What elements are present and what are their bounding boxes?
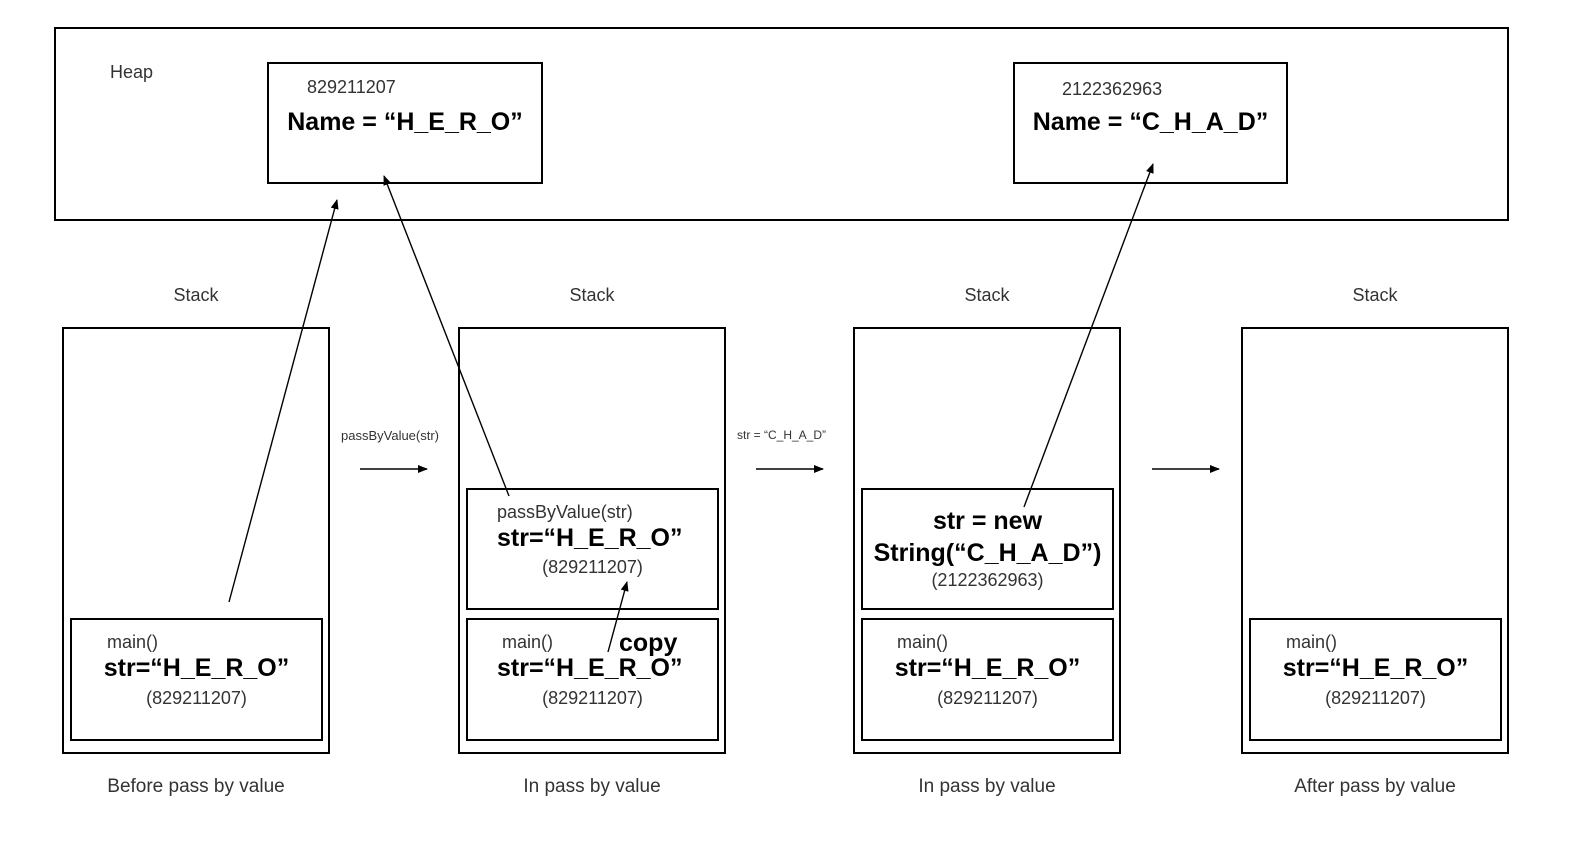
stack-4-main-value: str=“H_E_R_O” — [1282, 654, 1469, 682]
stack-3-frame-address: (2122362963) — [931, 570, 1044, 590]
stack-2-caption: In pass by value — [523, 776, 661, 797]
heap-object-hero — [267, 62, 543, 184]
stack-4-caption: After pass by value — [1294, 776, 1456, 797]
stack-3-passbyvalue-frame — [861, 488, 1114, 610]
heap-object-chad-content: Name = “C_H_A_D” — [1032, 108, 1269, 136]
heap-object-hero-address: 829211207 — [307, 77, 396, 97]
stack-2-frame-address: (829211207) — [542, 557, 643, 577]
stack-2-passbyvalue-frame — [466, 488, 719, 610]
stack-3-frame-line2: String(“C_H_A_D”) — [873, 539, 1102, 567]
transition-2-label: str = “C_H_A_D” — [737, 428, 827, 442]
stack-2-main-name: main() — [502, 632, 554, 652]
copy-annotation: copy — [617, 629, 680, 658]
stack-2-main-value: str=“H_E_R_O” — [497, 654, 683, 682]
stack-1-caption: Before pass by value — [107, 776, 285, 797]
stack-3-caption: In pass by value — [918, 776, 1056, 797]
stack-2-frame-name: passByValue(str) — [497, 502, 633, 522]
heap-label: Heap — [110, 62, 154, 82]
stack-3-main-address: (829211207) — [937, 688, 1038, 708]
copy-arrow — [607, 581, 629, 653]
stack-1-main-address: (829211207) — [146, 688, 247, 708]
stack-3-ref-arrow — [1023, 163, 1154, 508]
stack-1-main-value: str=“H_E_R_O” — [103, 654, 290, 682]
stack-2-frame-value: str=“H_E_R_O” — [497, 524, 683, 552]
stack-3-main-name: main() — [897, 632, 949, 652]
stack-1-main-frame — [70, 618, 323, 741]
stack-3-main-value: str=“H_E_R_O” — [894, 654, 1081, 682]
stack-4-main-address: (829211207) — [1325, 688, 1426, 708]
stack-4-main-frame — [1249, 618, 1502, 741]
stack-4-main-name: main() — [1286, 632, 1338, 652]
stack-1-title: Stack — [173, 285, 219, 305]
heap-object-chad-address: 2122362963 — [1062, 79, 1163, 99]
stack-2-ref-arrow — [383, 175, 510, 497]
stack-3-frame-line1: str = new — [932, 507, 1043, 535]
stack-3-title: Stack — [964, 285, 1010, 305]
stack-2-title: Stack — [569, 285, 615, 305]
stack-1-ref-arrow — [228, 199, 339, 603]
stack-4-title: Stack — [1352, 285, 1398, 305]
stack-2-main-address: (829211207) — [542, 688, 643, 708]
heap-object-hero-content: Name = “H_E_R_O” — [287, 108, 523, 136]
stack-3-main-frame — [861, 618, 1114, 741]
transition-1-label: passByValue(str) — [341, 428, 440, 443]
stack-1-main-name: main() — [107, 632, 159, 652]
